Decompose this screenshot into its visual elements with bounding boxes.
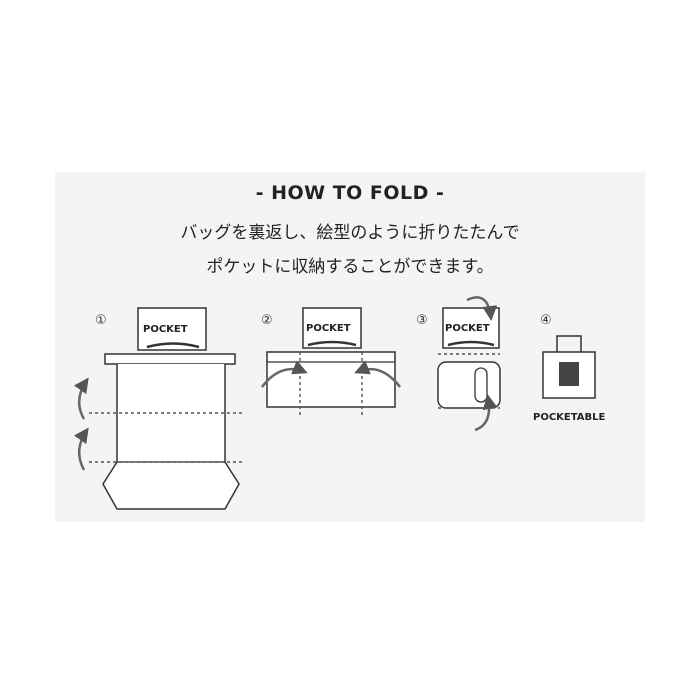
step-4-pouch-fill	[559, 362, 579, 386]
step-1: ① POCKET	[73, 307, 243, 510]
step-1-bag-body	[102, 364, 240, 510]
step-1-strap	[146, 342, 200, 349]
step-2-strap	[307, 340, 357, 347]
step-2-pocket-label: POCKET	[306, 323, 351, 334]
step-4-handle	[556, 335, 582, 354]
step-1-arrow-up-2	[73, 427, 89, 471]
step-2-number: ②	[261, 313, 273, 328]
step-4: ④ POCKETABLE	[533, 313, 606, 423]
step-2-arrow-left	[354, 360, 401, 388]
title: - HOW TO FOLD -	[255, 182, 445, 204]
step-1-number: ①	[95, 313, 107, 328]
step-3-arrow-bottom	[474, 394, 498, 432]
fold-instruction-card: - HOW TO FOLD - バッグを裏返し、絵型のように折りたたんで ポケッ…	[55, 172, 645, 522]
fold-diagram: ① POCKET ② POCKET ③	[73, 296, 606, 510]
step-4-label: POCKETABLE	[533, 412, 606, 423]
step-1-pocket-label: POCKET	[143, 324, 188, 335]
description-line-2: ポケットに収納することができます。	[206, 257, 494, 277]
step-3: ③ POCKET	[416, 296, 501, 432]
step-2-arrow-right	[261, 360, 308, 388]
step-1-arrow-up-1	[73, 377, 89, 420]
step-3-arrow-top	[466, 296, 498, 321]
step-3-strap	[447, 340, 495, 347]
description-line-1: バッグを裏返し、絵型のように折りたたんで	[180, 223, 520, 243]
step-1-bag-top	[104, 353, 236, 365]
step-4-number: ④	[540, 313, 552, 328]
step-3-bag	[437, 361, 501, 409]
step-3-pocket-label: POCKET	[445, 323, 490, 334]
step-3-number: ③	[416, 313, 428, 328]
step-3-roll	[474, 367, 488, 403]
step-2: ② POCKET	[261, 307, 401, 417]
step-2-bag	[266, 351, 396, 408]
